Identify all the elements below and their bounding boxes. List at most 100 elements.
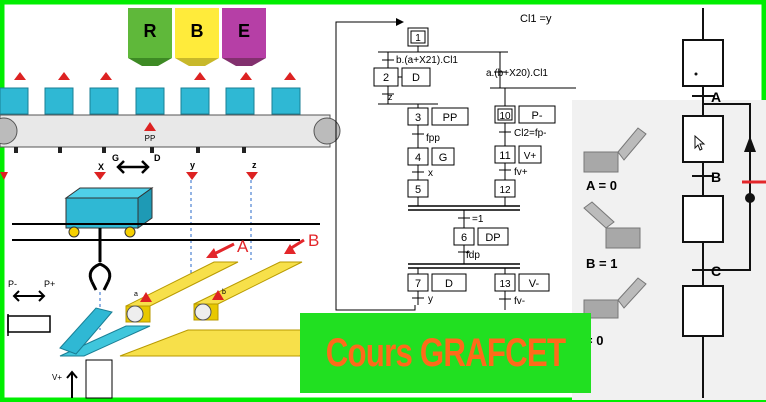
svg-text:=1: =1 bbox=[472, 214, 484, 225]
switch-b-label: B = 1 bbox=[586, 256, 617, 271]
sensor-pp-label: PP bbox=[145, 134, 156, 143]
svg-text:6: 6 bbox=[461, 232, 467, 244]
pictogram-grafcet bbox=[682, 8, 751, 398]
svg-text:2: 2 bbox=[383, 72, 389, 84]
loop-line bbox=[335, 21, 416, 311]
sensor-pp-marker bbox=[144, 122, 156, 131]
sensor-a-label: a bbox=[134, 291, 138, 298]
cl1-note: Cl1 =y bbox=[520, 13, 552, 25]
trans-b-label: B bbox=[711, 169, 721, 185]
action-4 bbox=[431, 147, 455, 166]
svg-text:fv+: fv+ bbox=[514, 167, 528, 178]
svg-text:5: 5 bbox=[415, 184, 421, 196]
p-plus-label: P+ bbox=[44, 279, 55, 289]
sensor-b-label: b bbox=[222, 289, 226, 296]
svg-text:fpp: fpp bbox=[426, 133, 440, 144]
svg-text:G: G bbox=[439, 152, 448, 164]
cyan-plate bbox=[59, 325, 151, 357]
action-3 bbox=[431, 107, 469, 126]
action-6 bbox=[477, 227, 509, 246]
svg-text:4: 4 bbox=[415, 152, 421, 164]
p-minus-label: P- bbox=[8, 279, 17, 289]
svg-text:y: y bbox=[428, 294, 433, 305]
svg-text:10: 10 bbox=[499, 111, 511, 122]
svg-text:D: D bbox=[412, 72, 420, 84]
svg-text:12: 12 bbox=[499, 185, 511, 196]
cups-row bbox=[0, 87, 301, 115]
svg-text:x: x bbox=[428, 168, 433, 179]
svg-text:fdp: fdp bbox=[466, 250, 480, 261]
left-edge-marker bbox=[0, 172, 8, 180]
piston bbox=[7, 314, 51, 336]
cursor-icon bbox=[694, 134, 706, 151]
svg-text:V-: V- bbox=[529, 278, 540, 290]
svg-text:PP: PP bbox=[443, 112, 458, 124]
sensor-z-label: z bbox=[252, 160, 257, 170]
transition-1-2: b.(a+X21).Cl1 bbox=[396, 55, 458, 66]
top-conveyor bbox=[0, 114, 331, 148]
hopper-r-label: R bbox=[144, 21, 157, 41]
action-2 bbox=[401, 67, 431, 87]
sensor-d-label: D bbox=[154, 153, 161, 163]
belt-b: b bbox=[193, 261, 303, 321]
svg-text:z: z bbox=[388, 92, 393, 102]
action-7 bbox=[431, 273, 467, 292]
action-10 bbox=[518, 105, 556, 124]
pusher-plate bbox=[59, 307, 113, 355]
grafcet-chart: Cl1 =y 1 b.(a+X21).Cl1 2 D z a.(b+X20).C… bbox=[335, 13, 576, 311]
svg-text:1: 1 bbox=[415, 33, 421, 44]
v-cylinder bbox=[85, 359, 113, 399]
sensor-x-label: X bbox=[98, 162, 104, 172]
belt-a: a bbox=[125, 261, 239, 323]
trans-c-label: C bbox=[711, 263, 721, 279]
svg-text:3: 3 bbox=[415, 112, 421, 124]
hopper-b-label: B bbox=[191, 21, 204, 41]
action-11 bbox=[518, 145, 542, 164]
hopper-e-label: E bbox=[238, 21, 250, 41]
belt-arrows bbox=[206, 238, 305, 258]
svg-text:7: 7 bbox=[415, 278, 421, 290]
svg-text:11: 11 bbox=[499, 150, 510, 162]
p-arrow bbox=[12, 290, 46, 302]
svg-text:fv-: fv- bbox=[514, 296, 525, 307]
svg-text:Cl2=fp-: Cl2=fp- bbox=[514, 128, 547, 139]
svg-text:D: D bbox=[445, 278, 453, 290]
gripper bbox=[88, 228, 112, 291]
pictogram-panel: A = 0 B = 1 C = 0 bbox=[572, 100, 766, 400]
gd-arrow bbox=[116, 160, 150, 174]
machine-diagram: R B E bbox=[0, 8, 341, 399]
title-banner-text: Cours GRAFCET bbox=[325, 330, 566, 375]
conveyor-roller-right bbox=[313, 117, 341, 145]
transition-1-10: a.(b+X20).Cl1 bbox=[486, 68, 548, 79]
switch-c-icon bbox=[583, 277, 647, 319]
hopper-b: B bbox=[175, 8, 219, 66]
conveyor-nubs bbox=[14, 147, 246, 153]
switch-b-icon bbox=[583, 201, 641, 249]
hopper-r: R bbox=[128, 8, 172, 66]
trans-a-label: A bbox=[711, 89, 721, 105]
lower-conveyor bbox=[119, 329, 311, 357]
sensor-z-marker bbox=[246, 172, 258, 180]
top-markers bbox=[14, 72, 296, 80]
title-banner: Cours GRAFCET bbox=[300, 313, 591, 393]
svg-text:V+: V+ bbox=[524, 151, 537, 162]
loop-arrow-icon bbox=[744, 136, 756, 152]
conveyor-roller-left bbox=[0, 117, 18, 145]
action-13 bbox=[518, 273, 550, 292]
sensor-y-label: y bbox=[190, 160, 195, 170]
pictogram-bg bbox=[572, 100, 766, 400]
belt-a-label: A bbox=[237, 237, 249, 256]
switch-a-icon bbox=[583, 127, 647, 173]
belt-b-label: B bbox=[308, 231, 319, 250]
hopper-e: E bbox=[222, 8, 266, 66]
svg-text:13: 13 bbox=[499, 279, 511, 290]
loop-node-icon bbox=[745, 193, 755, 203]
sensor-g-label: G bbox=[112, 153, 119, 163]
carriage bbox=[64, 187, 154, 238]
sensor-x-marker bbox=[94, 172, 106, 180]
switch-a-label: A = 0 bbox=[586, 178, 617, 193]
v-plus-label: V+ bbox=[52, 373, 62, 382]
svg-text:DP: DP bbox=[485, 232, 500, 244]
sensor-y-marker bbox=[186, 172, 198, 180]
